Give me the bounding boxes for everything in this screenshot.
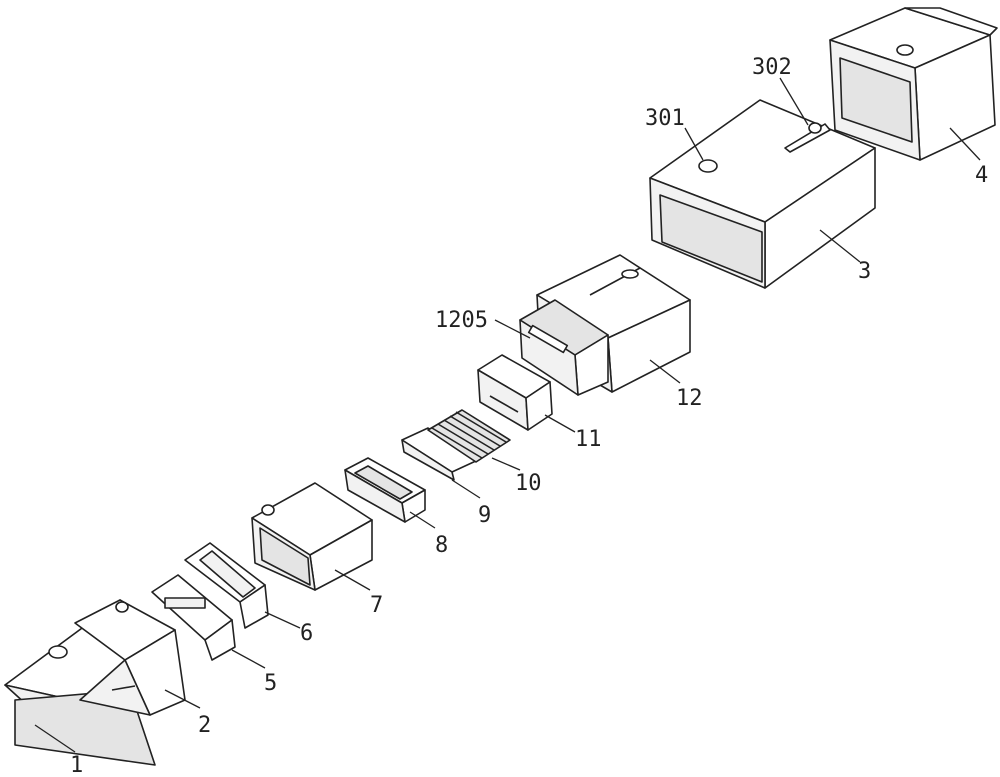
label-part-12: 12 — [676, 386, 703, 411]
leader-9 — [452, 480, 480, 498]
part-7-box — [252, 483, 372, 590]
label-part-3: 3 — [858, 259, 871, 284]
label-part-2: 2 — [198, 713, 211, 738]
leader-5 — [232, 650, 265, 668]
leader-10 — [492, 458, 520, 470]
label-part-302: 302 — [752, 55, 792, 80]
label-part-7: 7 — [370, 593, 383, 618]
label-part-1205: 1205 — [435, 308, 488, 333]
leader-6 — [265, 612, 300, 628]
label-part-5: 5 — [264, 671, 277, 696]
label-part-8: 8 — [435, 533, 448, 558]
label-part-9: 9 — [478, 503, 491, 528]
leader-7 — [335, 570, 370, 590]
label-part-301: 301 — [645, 106, 685, 131]
label-part-11: 11 — [575, 427, 602, 452]
part-12-body — [520, 255, 690, 395]
part-4-end-cap — [830, 8, 997, 160]
label-part-1: 1 — [70, 753, 83, 777]
label-part-4: 4 — [975, 163, 988, 188]
leader-3 — [820, 230, 860, 262]
leader-8 — [410, 512, 435, 528]
label-part-6: 6 — [300, 621, 313, 646]
label-part-10: 10 — [515, 471, 542, 496]
leader-11 — [545, 415, 575, 432]
